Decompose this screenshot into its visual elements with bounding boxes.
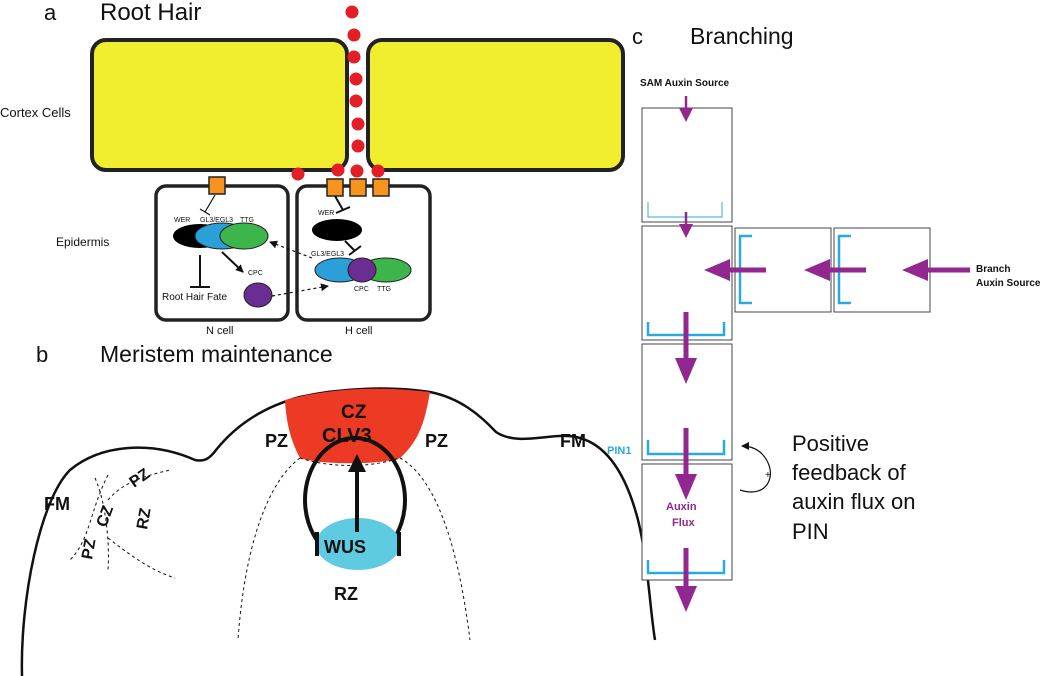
n-cell-receptor xyxy=(208,176,226,195)
panel-b: b Meristem maintenance CZ CLV3 PZ PZ FM … xyxy=(20,341,657,676)
feedback-text-1: Positive xyxy=(792,431,869,456)
small-pz2-label: PZ xyxy=(79,537,99,560)
panel-c: c Branching SAM Auxin Source xyxy=(607,23,1041,612)
panel-b-title: Meristem maintenance xyxy=(100,341,333,367)
n-ttg-protein xyxy=(219,222,269,250)
panel-a-letter: a xyxy=(44,0,57,25)
h-cell-caption: H cell xyxy=(345,325,373,337)
small-cz-label: CZ xyxy=(94,503,117,529)
signal-dots xyxy=(291,5,385,181)
h-cell: WER GL3/EGL3 CPC TTG H cell xyxy=(295,178,432,337)
pz-left-label: PZ xyxy=(265,431,288,451)
plus-sign: + xyxy=(765,470,771,481)
wus-region xyxy=(316,518,400,570)
h-wer-label: WER xyxy=(318,210,334,217)
feedback-text-2: feedback of xyxy=(792,460,907,485)
feedback-text-4: PIN xyxy=(792,519,829,544)
n-cpc-protein xyxy=(243,282,273,308)
cz-label: CZ xyxy=(341,402,367,423)
h-wer-protein xyxy=(312,219,362,241)
n-cell: WER GL3/EGL3 TTG CPC Root Hair Fate N ce… xyxy=(154,176,290,337)
cortex-cell-right xyxy=(366,38,625,172)
pin1-label: PIN1 xyxy=(607,445,631,457)
h-to-n-arrow xyxy=(269,240,313,259)
fm-left-label: FM xyxy=(44,494,70,514)
n-ttg-label: TTG xyxy=(240,217,254,224)
auxin-label-2: Flux xyxy=(672,517,695,529)
small-pz-label: PZ xyxy=(127,465,154,491)
cell-1 xyxy=(641,107,733,223)
clv3-label: CLV3 xyxy=(322,425,372,447)
n-cell-caption: N cell xyxy=(206,325,234,337)
h-cpc-label: CPC xyxy=(354,286,369,293)
panel-b-letter: b xyxy=(36,342,48,367)
n-wer-label: WER xyxy=(174,217,190,224)
sam-source-label: SAM Auxin Source xyxy=(640,78,730,89)
branch-source-label-1: Branch xyxy=(976,264,1010,275)
n-gl3-label: GL3/EGL3 xyxy=(200,217,233,224)
rz-label: RZ xyxy=(334,584,358,604)
cz-region xyxy=(285,388,430,464)
pz-right-label: PZ xyxy=(425,431,448,451)
panel-c-letter: c xyxy=(632,24,643,49)
auxin-flux-arrows xyxy=(675,96,970,612)
branch-source-label-2: Auxin Source xyxy=(976,278,1041,289)
h-receptor-1 xyxy=(326,178,344,197)
cortex-cell-left xyxy=(90,38,349,172)
fm-right-label: FM xyxy=(560,431,586,451)
h-ttg-label: TTG xyxy=(377,286,391,293)
auxin-label-1: Auxin xyxy=(666,501,697,513)
epidermis-label: Epidermis xyxy=(56,235,109,249)
small-rz-label: RZ xyxy=(134,507,154,531)
panel-a-title: Root Hair xyxy=(100,0,201,26)
wus-label: WUS xyxy=(324,537,366,557)
cortex-label: Cortex Cells xyxy=(0,105,71,120)
h-cpc-protein xyxy=(347,257,377,283)
root-hair-fate-label: Root Hair Fate xyxy=(162,292,227,303)
panel-c-title: Branching xyxy=(690,23,794,49)
h-receptor-2 xyxy=(349,178,367,197)
feedback-text-3: auxin flux on xyxy=(792,489,916,514)
h-receptor-3 xyxy=(372,178,390,197)
n-cpc-label: CPC xyxy=(248,270,263,277)
h-gl3-label: GL3/EGL3 xyxy=(311,251,344,258)
feedback-arrow xyxy=(739,442,771,493)
panel-a: a Root Hair Cortex Cells Epidermis WER G… xyxy=(0,0,625,337)
